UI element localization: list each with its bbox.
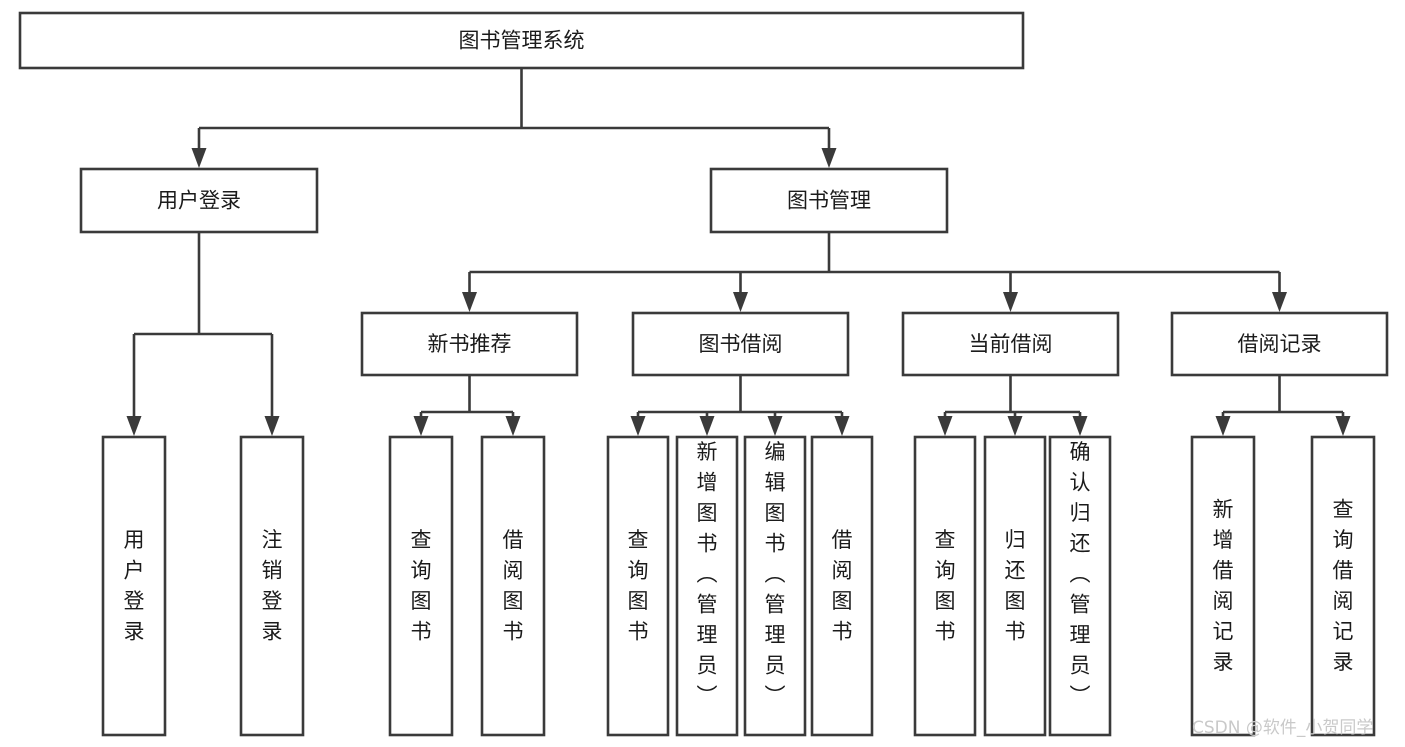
edge-current-borrow-branch-0-arrowhead [937, 416, 953, 436]
leaf-2-查询图书-box [388, 435, 454, 737]
leaf-10-确认归还管理员-label: 确认归还︵管理员︶ [1070, 440, 1091, 708]
edge-borrow-record-branch-1-arrowhead [1335, 416, 1351, 436]
leaf-9-归还图书-label: 归还图书 [1005, 528, 1026, 644]
node-l3-借阅记录-box [1170, 311, 1389, 377]
leaf-10-确认归还管理员-box [1048, 435, 1112, 737]
leaf-1-注销登录-box [239, 435, 305, 737]
leaf-9-归还图书[interactable]: 归还图书 [983, 435, 1047, 737]
leaf-5-新增图书管理员[interactable]: 新增图书︵管理员︶ [675, 435, 739, 737]
leaf-7-借阅图书-label: 借阅图书 [832, 528, 853, 644]
edge-book-manage-branch-0-arrowhead [462, 292, 477, 312]
leaf-6-编辑图书管理员-label: 编辑图书︵管理员︶ [765, 440, 786, 708]
edge-book-manage-branch-2-arrowhead [1003, 292, 1018, 312]
node-l3-当前借阅-box [901, 311, 1120, 377]
node-l2-图书管理-label: 图书管理 [787, 189, 871, 213]
edge-user-login-branch-1-arrowhead [264, 416, 280, 436]
leaf-0-用户登录[interactable]: 用户登录 [101, 435, 167, 737]
leaf-10-确认归还管理员[interactable]: 确认归还︵管理员︶ [1048, 435, 1112, 737]
edge-book-borrow-branch-1-arrowhead [699, 416, 715, 436]
leaf-2-查询图书-label: 查询图书 [411, 528, 432, 644]
leaf-5-新增图书管理员-label: 新增图书︵管理员︶ [697, 440, 718, 708]
node-layer: 图书管理系统用户登录图书管理新书推荐图书借阅当前借阅借阅记录用户登录注销登录查询… [18, 11, 1389, 737]
edge-root-branch-1-arrowhead [821, 148, 837, 168]
watermark-label: CSDN @软件_小贺同学 [1192, 718, 1373, 738]
leaf-8-查询图书[interactable]: 查询图书 [913, 435, 977, 737]
node-root-图书管理系统-label: 图书管理系统 [459, 29, 585, 53]
leaf-1-注销登录-label: 注销登录 [262, 528, 283, 644]
node-root-图书管理系统-box [18, 11, 1025, 70]
edge-book-borrow-branch-0-arrowhead [630, 416, 646, 436]
node-l2-图书管理-box [709, 167, 949, 234]
edge-current-borrow-branch-1-arrowhead [1007, 416, 1023, 436]
leaf-11-新增借阅记录-label: 新增借阅记录 [1213, 498, 1234, 675]
node-l3-新书推荐-box [360, 311, 579, 377]
node-l2-用户登录-label: 用户登录 [157, 189, 241, 213]
leaf-1-注销登录[interactable]: 注销登录 [239, 435, 305, 737]
leaf-3-借阅图书[interactable]: 借阅图书 [480, 435, 546, 737]
node-l3-当前借阅[interactable]: 当前借阅 [901, 311, 1120, 377]
edge-book-borrow-branch-3-arrowhead [834, 416, 850, 436]
node-l3-当前借阅-label: 当前借阅 [969, 332, 1053, 356]
leaf-7-借阅图书-box [810, 435, 874, 737]
node-l3-图书借阅-box [631, 311, 850, 377]
node-l3-借阅记录-label: 借阅记录 [1238, 332, 1322, 356]
leaf-0-用户登录-label: 用户登录 [124, 528, 145, 644]
leaf-2-查询图书[interactable]: 查询图书 [388, 435, 454, 737]
leaf-5-新增图书管理员-box [675, 435, 739, 737]
node-l2-用户登录[interactable]: 用户登录 [79, 167, 319, 234]
leaf-12-查询借阅记录[interactable]: 查询借阅记录 [1310, 435, 1376, 737]
leaf-11-新增借阅记录[interactable]: 新增借阅记录 [1190, 435, 1256, 737]
leaf-4-查询图书-box [606, 435, 670, 737]
leaf-12-查询借阅记录-box [1310, 435, 1376, 737]
node-root-图书管理系统[interactable]: 图书管理系统 [18, 11, 1025, 70]
node-l3-图书借阅-label: 图书借阅 [699, 332, 783, 356]
node-l2-用户登录-box [79, 167, 319, 234]
node-l3-新书推荐[interactable]: 新书推荐 [360, 311, 579, 377]
node-l3-借阅记录[interactable]: 借阅记录 [1170, 311, 1389, 377]
node-l3-图书借阅[interactable]: 图书借阅 [631, 311, 850, 377]
edge-root-branch-0-arrowhead [191, 148, 207, 168]
edge-book-manage-branch-1-arrowhead [733, 292, 748, 312]
edge-book-manage-branch-3-arrowhead [1272, 292, 1287, 312]
leaf-6-编辑图书管理员-box [743, 435, 807, 737]
leaf-11-新增借阅记录-box [1190, 435, 1256, 737]
leaf-12-查询借阅记录-label: 查询借阅记录 [1333, 498, 1354, 675]
edge-current-borrow-branch-2-arrowhead [1072, 416, 1088, 436]
leaf-4-查询图书[interactable]: 查询图书 [606, 435, 670, 737]
leaf-6-编辑图书管理员[interactable]: 编辑图书︵管理员︶ [743, 435, 807, 737]
leaf-8-查询图书-box [913, 435, 977, 737]
node-l2-图书管理[interactable]: 图书管理 [709, 167, 949, 234]
leaf-4-查询图书-label: 查询图书 [628, 528, 649, 644]
node-l3-新书推荐-label: 新书推荐 [428, 332, 512, 356]
leaf-3-借阅图书-box [480, 435, 546, 737]
leaf-8-查询图书-label: 查询图书 [935, 528, 956, 644]
leaf-7-借阅图书[interactable]: 借阅图书 [810, 435, 874, 737]
leaf-0-用户登录-box [101, 435, 167, 737]
edge-book-borrow-branch-2-arrowhead [767, 416, 783, 436]
edge-new-book-branch-1-arrowhead [505, 416, 521, 436]
edge-user-login-branch-0-arrowhead [126, 416, 142, 436]
edge-new-book-branch-0-arrowhead [413, 416, 429, 436]
leaf-9-归还图书-box [983, 435, 1047, 737]
connector-layer [126, 68, 1351, 436]
leaf-3-借阅图书-label: 借阅图书 [503, 528, 524, 644]
edge-borrow-record-branch-0-arrowhead [1215, 416, 1231, 436]
